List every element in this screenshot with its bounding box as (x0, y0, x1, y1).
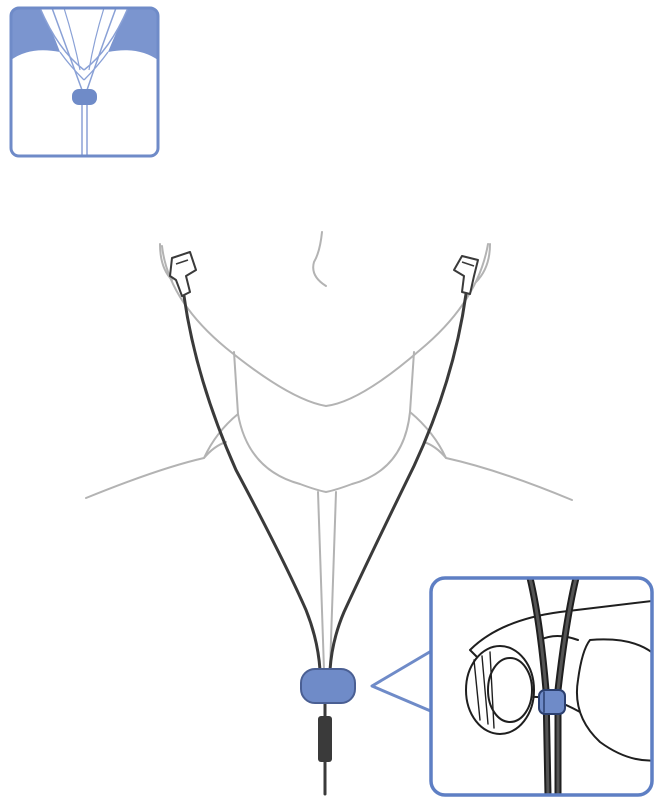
earbud-right (454, 256, 478, 294)
collar-line (238, 412, 410, 492)
earbud-left (170, 252, 196, 296)
shoulder-right (410, 412, 572, 500)
cord-clip-icon (301, 669, 355, 703)
neck-left (234, 352, 238, 414)
detail-clip-icon (539, 690, 565, 714)
audio-plug (318, 716, 332, 762)
detail-panel (431, 578, 655, 795)
thumbnail-panel (11, 8, 158, 156)
neck-right (410, 352, 414, 412)
callout-pointer-icon (372, 650, 433, 712)
thumbnail-clip-icon (72, 89, 97, 105)
placket-left (318, 492, 324, 670)
jaw-line (162, 244, 488, 406)
nose-line (313, 232, 326, 286)
shoulder-left (86, 414, 238, 498)
